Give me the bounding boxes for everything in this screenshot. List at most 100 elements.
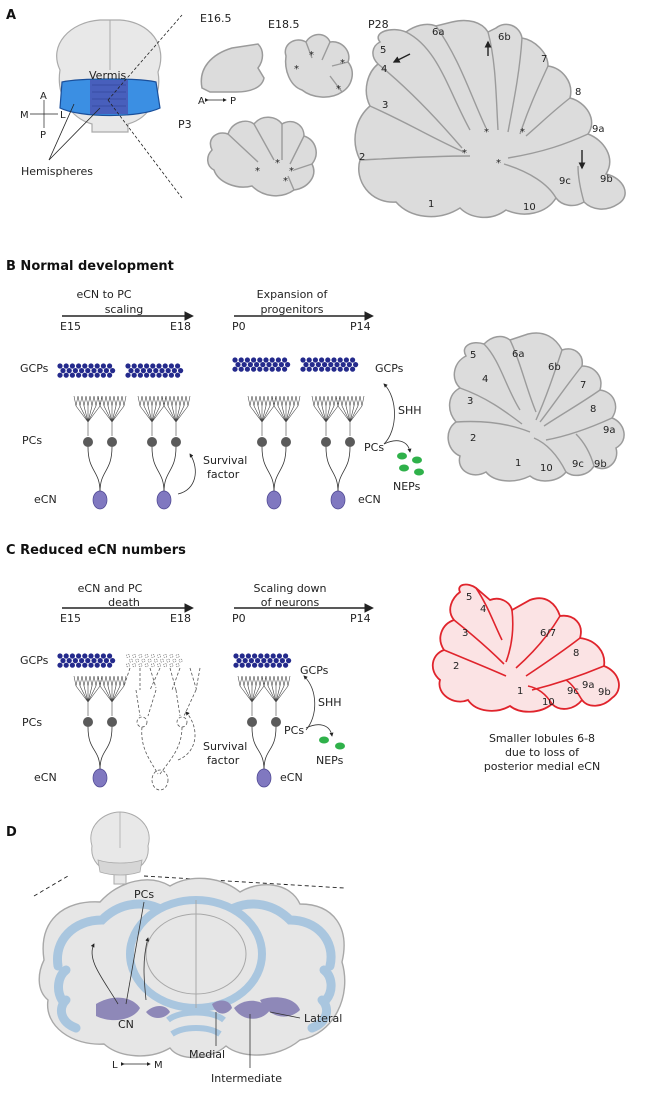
gcp-cell xyxy=(257,357,263,363)
gcp-cell xyxy=(63,363,69,369)
gcp-cell xyxy=(69,662,75,668)
purkinje-cell xyxy=(147,437,157,447)
b-nep-cell-1 xyxy=(397,452,407,460)
purkinje-cell xyxy=(345,437,355,447)
c-survival-arrow xyxy=(177,711,196,761)
gcp-cell xyxy=(88,363,94,369)
star-e185-4: * xyxy=(336,84,341,95)
gcp-cell xyxy=(275,357,281,363)
p28-lobule-2: 2 xyxy=(359,152,365,163)
gcp-cell xyxy=(107,662,113,668)
gcp-cell xyxy=(107,372,113,378)
gcp-cell xyxy=(79,658,85,664)
gcp-cell xyxy=(254,362,260,368)
pc-dendrite xyxy=(311,395,341,436)
c-dying-gcps-cluster xyxy=(126,654,183,668)
gcp-cell xyxy=(306,357,312,363)
b-ecn-label-right: eCN xyxy=(358,493,381,506)
pc-axon xyxy=(273,446,287,493)
b-nep-arrow xyxy=(383,440,412,453)
gcp-cell xyxy=(325,366,331,372)
gcp-cell xyxy=(285,362,291,368)
gcp-cell xyxy=(82,363,88,369)
purkinje-cell xyxy=(247,717,257,727)
c-lobule-67: 6/7 xyxy=(540,628,556,639)
gcp-cell xyxy=(232,366,238,372)
pc-dendrite xyxy=(97,675,127,716)
purkinje-cell xyxy=(281,437,291,447)
dying-gcp-cell xyxy=(157,663,161,668)
gcp-cell xyxy=(282,366,288,372)
p28-lobule-1: 1 xyxy=(428,199,434,210)
gcp-cell xyxy=(150,372,156,378)
gcp-cell xyxy=(76,653,82,659)
gcp-cell xyxy=(238,366,244,372)
b-gcps-cluster-2 xyxy=(125,363,184,378)
pc-dendrite xyxy=(247,395,277,436)
purkinje-cell xyxy=(257,437,267,447)
gcp-cell xyxy=(343,366,349,372)
star-p28-1: * xyxy=(484,127,489,138)
b-lobule-9a: 9a xyxy=(603,425,616,436)
gcp-cell xyxy=(131,363,137,369)
dying-gcp-cell xyxy=(144,663,149,668)
c-neuron-circuits xyxy=(73,675,291,788)
star-p3-3: * xyxy=(289,166,294,177)
gcp-cell xyxy=(270,653,276,659)
b-neuron-circuits xyxy=(73,395,365,510)
c-nep-cell-2 xyxy=(335,742,345,750)
gcp-cell xyxy=(279,658,285,664)
gcp-cell xyxy=(88,372,94,378)
gcp-cell xyxy=(66,368,72,374)
gcp-cell xyxy=(82,662,88,668)
gcp-cell xyxy=(283,662,289,668)
panel-b-title: B Normal development xyxy=(6,259,174,274)
d-medial-label: Medial xyxy=(189,1048,225,1061)
gcp-cell xyxy=(303,362,309,368)
dying-gcp-cell xyxy=(138,663,143,668)
gcp-cell xyxy=(94,662,100,668)
dying-gcp-cell xyxy=(132,663,137,668)
gcp-cell xyxy=(144,372,150,378)
c-dying-neurons xyxy=(123,667,201,791)
c-gcps-label: GCPs xyxy=(20,654,49,667)
b-lobule-6a: 6a xyxy=(512,349,525,360)
gcp-cell xyxy=(300,357,306,363)
gcp-cell xyxy=(100,363,106,369)
d-lateral-line xyxy=(269,1011,301,1019)
dying-gcp-cell xyxy=(138,654,143,658)
panel-b: B Normal development eCN to PC scaling E… xyxy=(6,259,625,510)
panel-c: C Reduced eCN numbers eCN and PC death E… xyxy=(6,543,620,791)
gcp-cell xyxy=(57,653,63,659)
p28-lobule-6b: 6b xyxy=(498,32,511,43)
gcp-cell xyxy=(159,368,165,374)
b-arrow2-label1: Expansion of xyxy=(257,288,329,301)
c-arrow1-end: E18 xyxy=(170,612,191,625)
purkinje-cell xyxy=(83,717,93,727)
cn-lateral-left xyxy=(96,997,140,1021)
gcp-cell xyxy=(85,658,91,664)
gcp-cell xyxy=(69,653,75,659)
gcp-cell xyxy=(103,368,109,374)
c-arrow1-start: E15 xyxy=(60,612,81,625)
gcp-cell xyxy=(353,362,359,368)
gcp-cell xyxy=(244,357,250,363)
gcp-cell xyxy=(60,658,66,664)
gcp-cell xyxy=(350,357,356,363)
c-arrow2-end: P14 xyxy=(350,612,371,625)
dying-gcp-cell xyxy=(163,654,168,658)
gcp-cell xyxy=(168,372,174,378)
gcp-cell xyxy=(337,366,343,372)
gcp-cell xyxy=(232,357,238,363)
hemispheres-label: Hemispheres xyxy=(21,165,93,178)
gcp-cell xyxy=(263,366,269,372)
gcp-cell xyxy=(94,372,100,378)
c-survival-label1: Survival xyxy=(203,740,247,753)
b-cerebellum-normal xyxy=(447,332,625,482)
b-survival-arrow xyxy=(177,453,196,495)
dying-gcp-cell xyxy=(169,654,174,658)
stage-e165-label: E16.5 xyxy=(200,12,231,25)
gcp-cell xyxy=(258,653,264,659)
gcp-cell xyxy=(57,662,63,668)
gcp-cell xyxy=(140,368,146,374)
